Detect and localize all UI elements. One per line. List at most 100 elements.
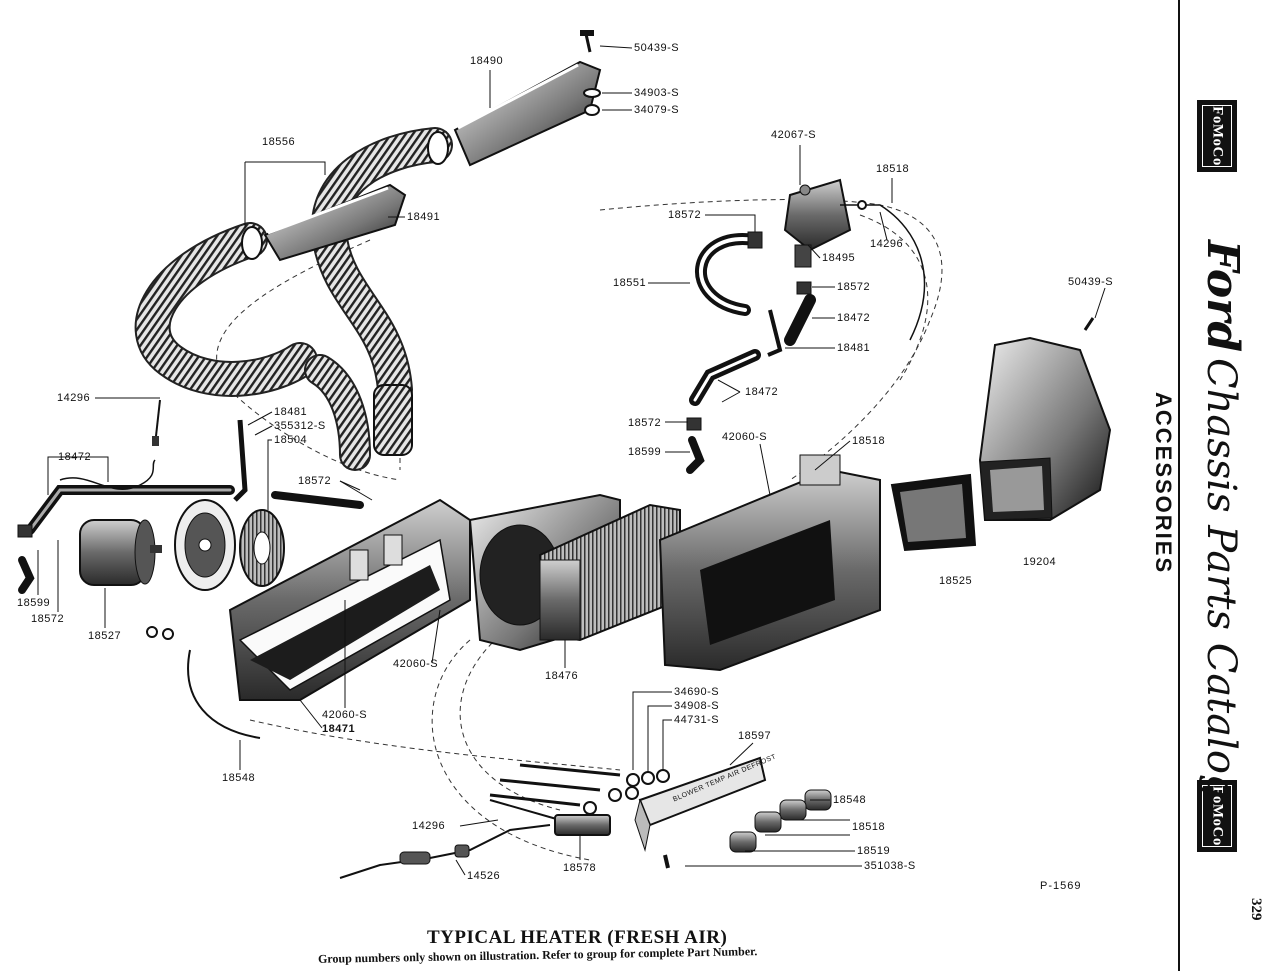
bracket-18481-right bbox=[767, 309, 783, 357]
callout-42060-s-low: 42060-S bbox=[322, 709, 368, 721]
cable-14296-lower bbox=[489, 799, 561, 821]
heater-cover-18518 bbox=[658, 454, 881, 672]
hose-18472-lower-inner bbox=[693, 353, 757, 402]
washer-34903 bbox=[583, 88, 601, 98]
callout-18518-mid: 18518 bbox=[852, 435, 886, 447]
callout-18518-low: 18518 bbox=[852, 821, 886, 833]
wire-harness bbox=[59, 459, 156, 490]
callout-18472-b: 18472 bbox=[745, 386, 779, 398]
callout-50439-s: 50439-S bbox=[634, 42, 680, 54]
callout-18597: 18597 bbox=[738, 730, 772, 742]
screw-50439-right bbox=[1083, 317, 1095, 331]
short-hose-18472b bbox=[373, 384, 413, 456]
callout-18551: 18551 bbox=[613, 277, 647, 289]
callout-18504: 18504 bbox=[274, 434, 308, 446]
callout-18491: 18491 bbox=[407, 211, 441, 223]
elbow-18599-left bbox=[18, 556, 35, 594]
callout-18556: 18556 bbox=[262, 136, 296, 148]
page-number: 329 bbox=[1248, 898, 1264, 921]
cable-14526 bbox=[339, 824, 551, 879]
callout-18572-c: 18572 bbox=[628, 417, 662, 429]
brand-name: Ford bbox=[1197, 240, 1248, 353]
callout-42067-s: 42067-S bbox=[771, 129, 817, 141]
air-inlet-19204 bbox=[978, 336, 1112, 521]
cable-18548 bbox=[187, 649, 261, 739]
hose-18472-left-inner bbox=[28, 488, 232, 532]
switch-18578 bbox=[554, 814, 611, 836]
hose-18551-inner bbox=[698, 237, 757, 312]
callout-18518-top: 18518 bbox=[876, 163, 910, 175]
logo-text: FoMoCo bbox=[1209, 106, 1226, 166]
callout-18495: 18495 bbox=[822, 252, 856, 264]
section-title: ACCESSORIES bbox=[1151, 392, 1176, 575]
callout-18572-a: 18572 bbox=[668, 209, 702, 221]
clamp-18572b bbox=[796, 281, 812, 295]
callout-18572-b: 18572 bbox=[837, 281, 871, 293]
short-hose-18472 bbox=[304, 354, 371, 471]
defroster-hose-right bbox=[310, 127, 453, 408]
callout-50439-s-right: 50439-S bbox=[1068, 276, 1114, 288]
catalog-title: Chassis Parts Catalog bbox=[1198, 358, 1244, 800]
callout-18476: 18476 bbox=[545, 670, 579, 682]
callout-351038-s: 351038-S bbox=[864, 860, 916, 872]
clamp-18572c bbox=[686, 417, 702, 431]
callout-18572-left: 18572 bbox=[31, 613, 65, 625]
callout-14526: 14526 bbox=[467, 870, 501, 882]
nut-34079 bbox=[584, 104, 600, 116]
callout-18599-left: 18599 bbox=[17, 597, 51, 609]
defroster-nozzle-18490 bbox=[453, 60, 602, 167]
callout-34903-s: 34903-S bbox=[634, 87, 680, 99]
plate-id: P-1569 bbox=[1040, 880, 1082, 892]
callout-44731-s: 44731-S bbox=[674, 714, 720, 726]
screw-351038 bbox=[663, 854, 670, 869]
defroster-hose-left bbox=[134, 222, 318, 397]
water-valve-18495 bbox=[783, 178, 852, 268]
callout-18472-left: 18472 bbox=[58, 451, 92, 463]
page-divider bbox=[1178, 0, 1180, 971]
callout-18525: 18525 bbox=[939, 575, 973, 587]
callout-18599-right: 18599 bbox=[628, 446, 662, 458]
screw-head bbox=[580, 30, 594, 36]
defroster-nozzle-18491 bbox=[263, 183, 407, 262]
cable-grip bbox=[399, 851, 431, 865]
heater-core-18476 bbox=[538, 503, 681, 642]
cable-end-left bbox=[152, 436, 159, 446]
clip-18572-left bbox=[17, 524, 33, 538]
callout-18578: 18578 bbox=[563, 862, 597, 874]
control-knobs bbox=[729, 789, 832, 853]
callout-42060-s-top: 42060-S bbox=[722, 431, 768, 443]
callout-18548-left: 18548 bbox=[222, 772, 256, 784]
callout-355312-s: 355312-S bbox=[274, 420, 326, 432]
callout-18490: 18490 bbox=[470, 55, 504, 67]
nuts-left bbox=[146, 626, 174, 640]
fomoco-logo-top: FoMoCo bbox=[1197, 100, 1237, 172]
callout-18527: 18527 bbox=[88, 630, 122, 642]
cable-nut bbox=[454, 844, 470, 858]
rod-1 bbox=[519, 763, 621, 777]
control-assembly-18597 bbox=[634, 756, 767, 852]
callout-18472-a: 18472 bbox=[837, 312, 871, 324]
leader-lines bbox=[37, 45, 1106, 876]
callout-34908-s: 34908-S bbox=[674, 700, 720, 712]
washers bbox=[583, 769, 670, 815]
hose-18472-upper bbox=[784, 294, 816, 346]
callout-19204: 19204 bbox=[1023, 556, 1057, 568]
motor-plate bbox=[174, 499, 236, 591]
duct-18525 bbox=[890, 473, 977, 552]
clamp-18572a bbox=[747, 231, 763, 249]
bracket-18481-left bbox=[233, 419, 248, 502]
callout-18481-left: 18481 bbox=[274, 406, 308, 418]
callout-34690-s: 34690-S bbox=[674, 686, 720, 698]
elbow-18599-right bbox=[686, 436, 705, 474]
callout-14296-low: 14296 bbox=[412, 820, 446, 832]
rod-2 bbox=[499, 778, 601, 792]
screw-50439-top bbox=[584, 33, 592, 53]
rod-3 bbox=[489, 793, 581, 807]
callout-14296-top: 14296 bbox=[870, 238, 904, 250]
callout-18572-d: 18572 bbox=[298, 475, 332, 487]
fomoco-logo-bottom: FoMoCo bbox=[1197, 780, 1237, 852]
blower-wheel-18504 bbox=[239, 509, 285, 587]
tube-18472-mid bbox=[271, 491, 364, 509]
